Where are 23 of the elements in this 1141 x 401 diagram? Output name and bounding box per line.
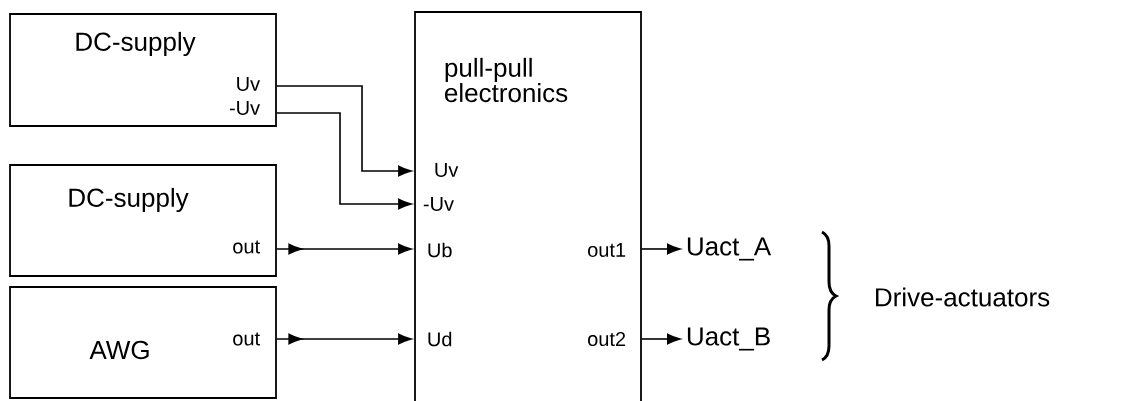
block-title: DC-supply xyxy=(76,31,196,57)
group-label: Drive-actuators xyxy=(876,287,1050,307)
pin-label: out xyxy=(233,240,260,254)
pin-label: Ub xyxy=(428,242,452,258)
signal-label: Uact_B xyxy=(687,327,770,351)
pin-label: Ud xyxy=(428,331,452,347)
pin-label: out2 xyxy=(588,331,626,347)
pin-label: Uv xyxy=(237,77,261,91)
arrow xyxy=(641,333,681,345)
arrow xyxy=(641,243,681,255)
block-title: pull-pull electronics xyxy=(445,57,568,103)
pin-label: -Uv xyxy=(229,101,261,115)
arrow xyxy=(276,85,412,177)
signal-label: Uact_A xyxy=(687,237,772,261)
pin-label: -Uv xyxy=(423,197,454,211)
arrow xyxy=(276,333,412,345)
block-title: AWG xyxy=(89,340,149,360)
arrow xyxy=(276,243,412,255)
pin-label: Uv xyxy=(435,163,459,177)
arrow xyxy=(276,112,412,210)
block-title: DC-supply xyxy=(69,187,189,213)
pin-label: out xyxy=(233,332,260,346)
pin-label: out1 xyxy=(588,243,626,257)
